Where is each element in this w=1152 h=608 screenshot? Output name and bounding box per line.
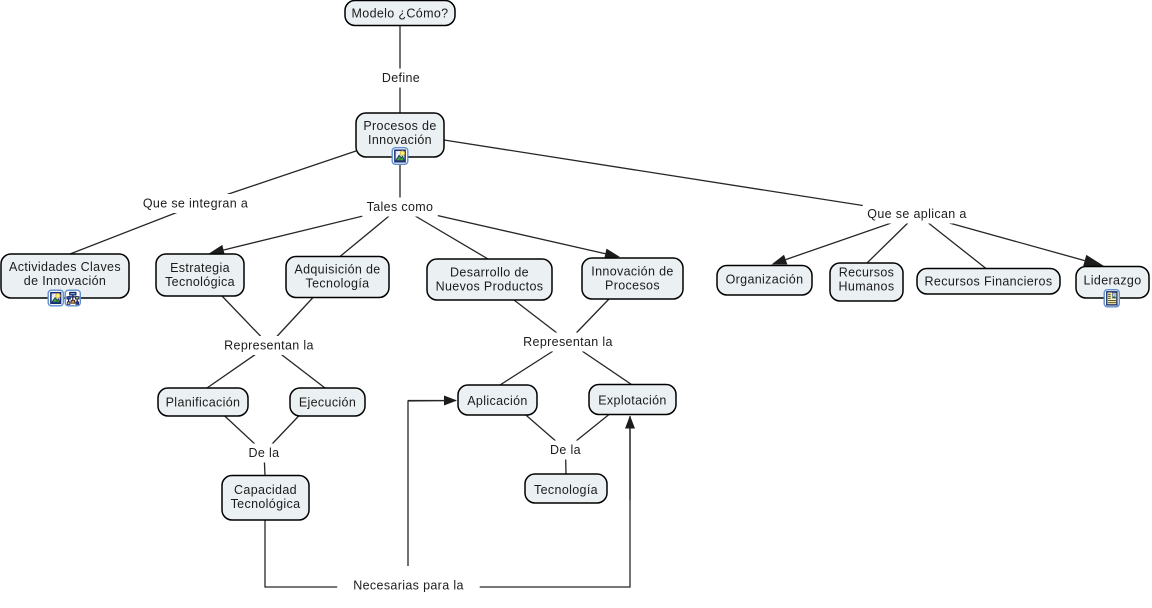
svg-text:Define: Define — [382, 71, 420, 85]
svg-text:Humanos: Humanos — [839, 280, 895, 294]
svg-text:Necesarias para la: Necesarias para la — [353, 579, 464, 593]
svg-text:Representan la: Representan la — [523, 335, 613, 349]
svg-text:Recursos Financieros: Recursos Financieros — [925, 275, 1053, 289]
svg-text:Organización: Organización — [726, 273, 804, 287]
svg-text:De la: De la — [550, 443, 581, 457]
svg-text:De la: De la — [249, 446, 280, 460]
svg-text:Modelo ¿Cómo?: Modelo ¿Cómo? — [352, 7, 449, 21]
svg-text:Tecnología: Tecnología — [306, 277, 370, 291]
svg-text:Actividades Claves: Actividades Claves — [9, 260, 121, 274]
svg-text:Que se integran a: Que se integran a — [143, 197, 248, 211]
svg-text:Tales como: Tales como — [367, 200, 434, 214]
svg-text:Procesos: Procesos — [605, 279, 660, 293]
svg-text:Innovación de: Innovación de — [591, 265, 673, 279]
svg-text:Liderazgo: Liderazgo — [1083, 274, 1141, 288]
svg-text:Desarrollo de: Desarrollo de — [450, 266, 529, 280]
svg-text:Ejecución: Ejecución — [299, 396, 356, 410]
svg-text:Estrategia: Estrategia — [170, 261, 230, 275]
svg-text:Adquisición de: Adquisición de — [294, 263, 380, 277]
svg-text:Tecnológica: Tecnológica — [165, 275, 235, 289]
svg-text:de Innovación: de Innovación — [24, 274, 106, 288]
svg-text:Aplicación: Aplicación — [467, 394, 527, 408]
svg-text:Recursos: Recursos — [839, 266, 895, 280]
svg-text:Procesos de: Procesos de — [363, 119, 436, 133]
svg-text:Tecnología: Tecnología — [534, 483, 598, 497]
svg-text:Nuevos Productos: Nuevos Productos — [436, 280, 544, 294]
svg-text:Planificación: Planificación — [166, 396, 241, 410]
svg-text:Tecnológica: Tecnológica — [231, 497, 301, 511]
svg-text:Capacidad: Capacidad — [234, 483, 297, 497]
svg-text:Innovación: Innovación — [368, 133, 432, 147]
svg-text:Explotación: Explotación — [598, 394, 666, 408]
svg-text:Representan la: Representan la — [224, 339, 314, 353]
svg-text:Que se aplican a: Que se aplican a — [867, 207, 966, 221]
